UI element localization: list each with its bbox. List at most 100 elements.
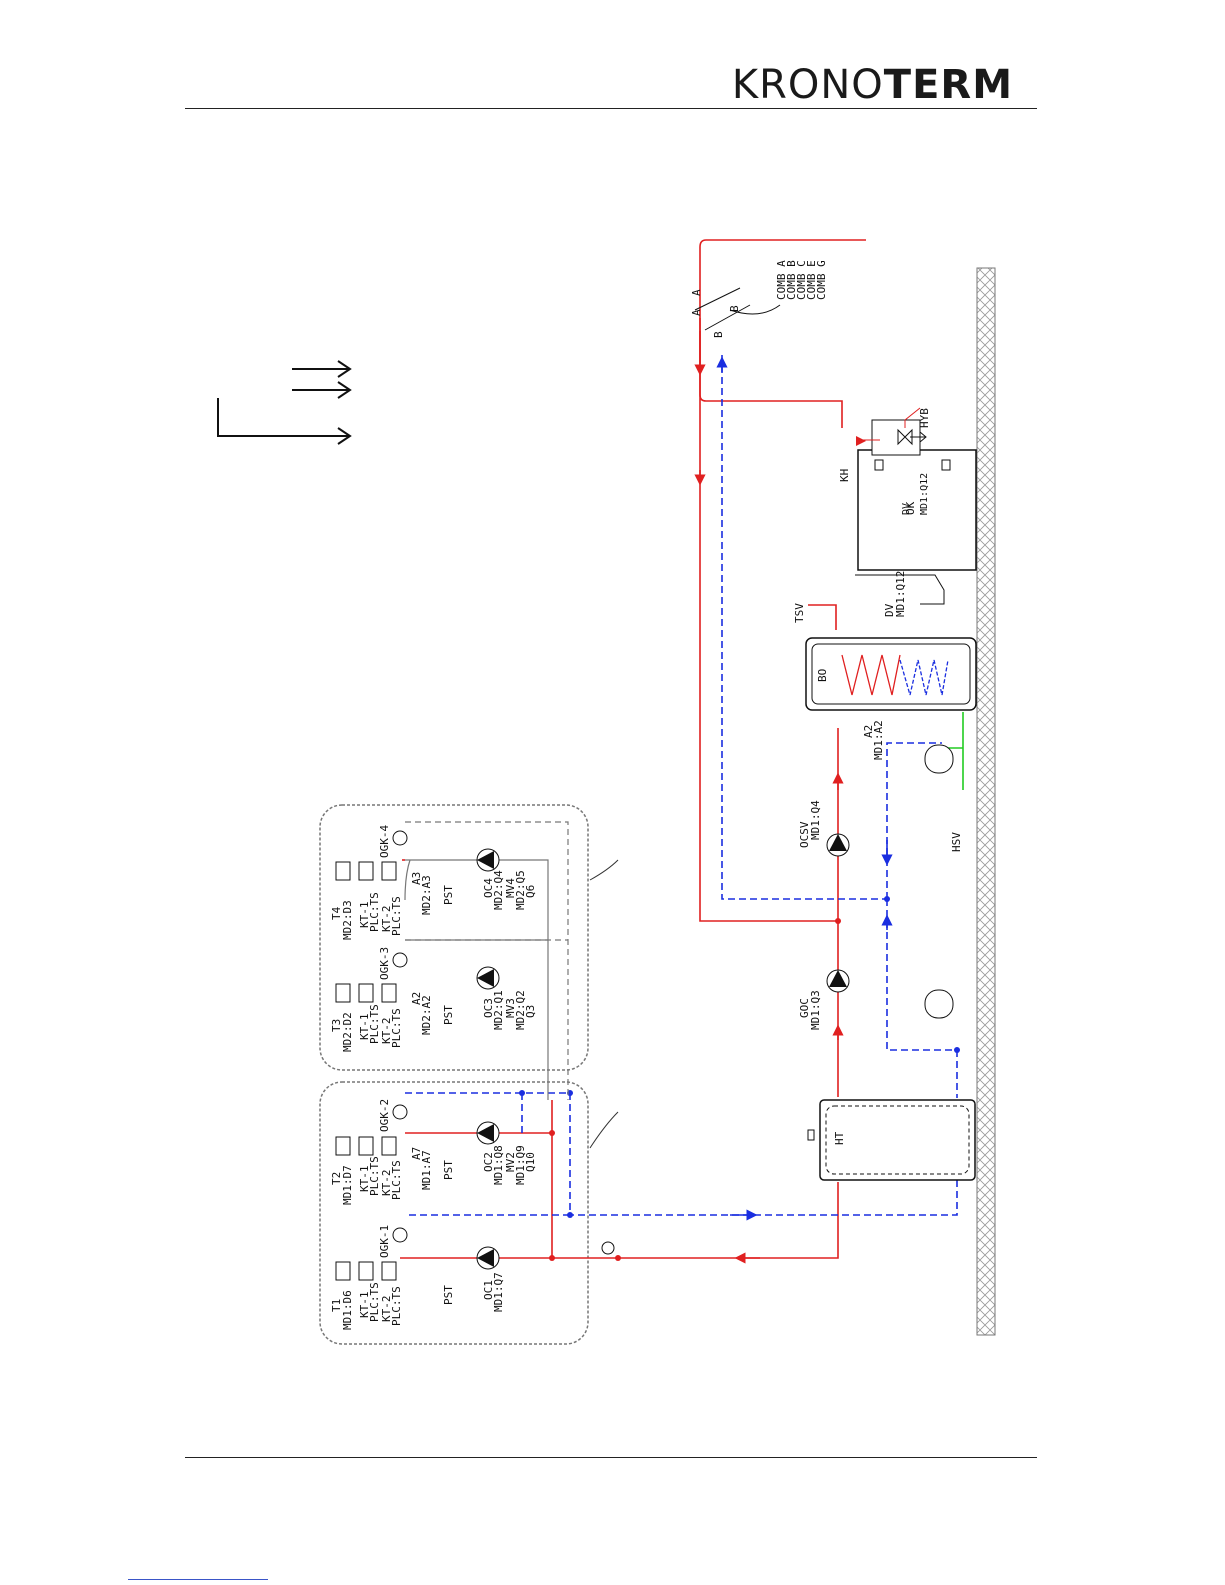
supply-node-2 (549, 1130, 555, 1136)
label-ogk-2: OGK-2 (378, 1099, 391, 1132)
return-node-2 (954, 1047, 960, 1053)
label-goc-sub: MD1:Q3 (809, 990, 822, 1030)
label-t1: T1 (330, 1299, 343, 1312)
pump-ocsv (826, 833, 850, 857)
label-z1-kt2-sub: PLC:TS (390, 1286, 403, 1326)
brand-logo: KRONOTERM (732, 62, 1013, 108)
brand-light: KRONO (731, 62, 884, 108)
label-a2-sub: MD1:A2 (872, 720, 885, 760)
label-mv4-sub: MD2:Q5 (514, 870, 527, 910)
label-mv4-sub2: Q6 (524, 885, 537, 898)
label-z4-a-sub: MD2:A3 (420, 875, 433, 915)
label-mv3-sub2: Q3 (524, 1005, 537, 1018)
label-mv3: MV3 (504, 998, 517, 1018)
label-ogk-4: OGK-4 (378, 825, 391, 858)
label-z2-a: A7 (410, 1147, 423, 1160)
label-z1-kt1: KT-1 (358, 1292, 371, 1319)
label-tsv: TSV (793, 603, 806, 623)
legend-arrows (217, 360, 352, 445)
label-hsv: HSV (950, 832, 963, 852)
label-goc: GOC (798, 998, 811, 1018)
bus-lines (694, 287, 751, 331)
label-oc3: OC3 (482, 998, 495, 1018)
label-oc4-sub: MD2:Q4 (492, 870, 505, 910)
label-z2-kt2-sub: PLC:TS (390, 1160, 403, 1200)
label-oc2-sub: MD1:Q8 (492, 1145, 505, 1185)
return-pipes (405, 355, 958, 1216)
ogk-2-icon (392, 1104, 408, 1120)
label-z3-kt2-sub: PLC:TS (390, 1008, 403, 1048)
label-t3: T3 (330, 1019, 343, 1032)
cloud-leader-a (589, 1111, 619, 1149)
pressure-gauge (601, 1241, 615, 1255)
label-a2: A2 (862, 725, 875, 738)
pump-oc2 (476, 1121, 500, 1145)
port-2 (941, 459, 951, 471)
ogk-1-icon (392, 1227, 408, 1243)
label-z2-kt2: KT-2 (380, 1170, 393, 1197)
label-z3-a-sub: MD2:A2 (420, 995, 433, 1035)
hyb-arrow (910, 431, 927, 443)
expansion-vessel-2 (924, 989, 954, 1019)
label-comb-g: COMB G (815, 260, 828, 300)
label-oc4: OC4 (482, 878, 495, 898)
kh-arrowhead (856, 436, 866, 446)
header-rule (185, 108, 1037, 109)
pump-oc1 (476, 1246, 500, 1270)
brand-bold: TERM (883, 62, 1013, 108)
label-z1-kt1-sub: PLC:TS (368, 1282, 381, 1322)
label-z2-kt1: KT-1 (358, 1166, 371, 1193)
ogk-3-icon (392, 952, 408, 968)
footer-link-underline[interactable] (128, 1579, 268, 1580)
label-oc2: OC2 (482, 1152, 495, 1172)
cloud-leader-b (589, 859, 619, 881)
label-t2: T2 (330, 1172, 343, 1185)
label-z3-kt1-sub: PLC:TS (368, 1004, 381, 1044)
label-comb-a: COMB A (775, 260, 788, 300)
zone-cloud-1-2 (319, 1081, 589, 1345)
label-z4-kt1: KT-1 (358, 902, 371, 929)
supply-node-1 (835, 918, 841, 924)
pump-goc (826, 969, 850, 993)
label-ok: OK (904, 501, 917, 515)
label-ogk-3: OGK-3 (378, 947, 391, 980)
label-a-1: A (690, 309, 703, 316)
supply-node-4 (615, 1255, 621, 1261)
hyb-feed (904, 407, 921, 428)
label-mv2-sub: MD1:Q9 (514, 1145, 527, 1185)
expansion-vessel-1 (924, 744, 954, 774)
label-t4-sub: MD2:D3 (341, 900, 354, 940)
label-b-1: B (712, 331, 725, 338)
boiler-blue-coil (899, 659, 949, 696)
label-t4: T4 (330, 906, 343, 920)
label-z4-kt1-sub: PLC:TS (368, 892, 381, 932)
label-ocsv: OCSV (798, 821, 811, 848)
diagram-labels: COMB A COMB B COMB C COMB E COMB G A A B… (330, 260, 963, 1330)
thermostat-icons (335, 861, 397, 1281)
label-oc1-sub: MD1:Q7 (492, 1272, 505, 1312)
label-z4-kt2: KT-2 (380, 906, 393, 933)
label-z2-pst: PST (442, 1160, 455, 1180)
label-ogk-1: OGK-1 (378, 1225, 391, 1258)
boiler-red-coil (841, 654, 901, 696)
label-z4-a: A3 (410, 872, 423, 885)
label-z3-kt2: KT-2 (380, 1018, 393, 1045)
label-z2-a-sub: MD1:A7 (420, 1150, 433, 1190)
dv-bracket (855, 574, 945, 605)
return-node-5 (519, 1090, 525, 1096)
label-z1-pst: PST (442, 1285, 455, 1305)
label-z4-pst: PST (442, 885, 455, 905)
pump-oc4 (476, 848, 500, 872)
label-z1-kt2: KT-2 (380, 1296, 393, 1323)
label-z2-kt1-sub: PLC:TS (368, 1156, 381, 1196)
label-mv4: MV4 (504, 878, 517, 898)
pump-oc3 (476, 966, 500, 990)
label-comb-e: COMB E (805, 260, 818, 300)
label-b-2: B (728, 305, 741, 312)
label-z3-a: A2 (410, 992, 423, 1005)
label-oc3-sub: MD2:Q1 (492, 990, 505, 1030)
label-oc1: OC1 (482, 1280, 495, 1300)
label-ht: HT (833, 1131, 846, 1145)
boiler-tank (805, 637, 977, 711)
